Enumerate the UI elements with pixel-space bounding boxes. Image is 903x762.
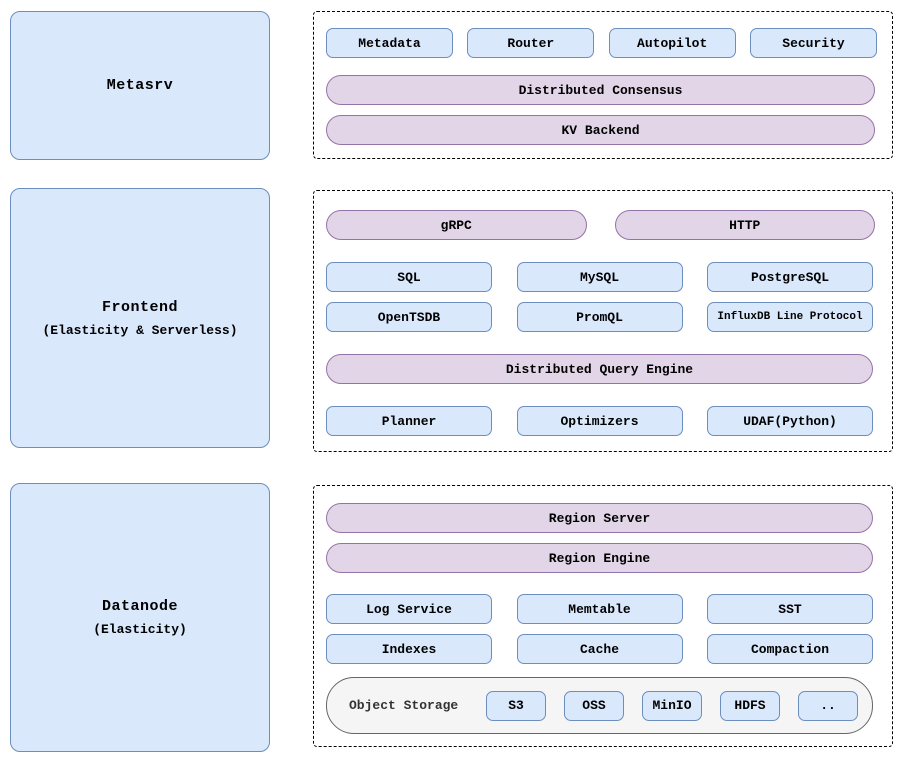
node-udaf-python: UDAF(Python) — [707, 406, 873, 436]
frontend-sublabel: (Elasticity & Serverless) — [42, 322, 238, 338]
layer-grpc: gRPC — [326, 210, 587, 240]
node-other-storage: .. — [798, 690, 858, 721]
object-storage-label: Object Storage — [349, 698, 459, 713]
datanode-sublabel: (Elasticity) — [93, 622, 187, 637]
frontend-engine-row: Planner Optimizers UDAF(Python) — [326, 406, 873, 436]
metasrv-container: Metadata Router Autopilot Security Distr… — [313, 11, 893, 159]
layer-distributed-query-engine: Distributed Query Engine — [326, 354, 873, 384]
datanode-components-row-2: Indexes Cache Compaction — [326, 634, 873, 664]
node-hdfs: HDFS — [720, 690, 780, 721]
frontend-label: Frontend — [101, 298, 178, 316]
node-cache: Cache — [516, 634, 683, 664]
metasrv-label: Metasrv — [106, 77, 174, 94]
node-security: Security — [749, 28, 877, 58]
node-sst: SST — [707, 594, 873, 624]
node-log-service: Log Service — [326, 594, 492, 624]
layer-http: HTTP — [614, 210, 875, 240]
metasrv-components-row: Metadata Router Autopilot Security — [326, 28, 877, 58]
node-oss: OSS — [564, 690, 624, 721]
node-promql: PromQL — [516, 302, 683, 332]
node-indexes: Indexes — [326, 634, 492, 664]
node-planner: Planner — [326, 406, 492, 436]
node-memtable: Memtable — [516, 594, 683, 624]
frontend-protocols-row-2: OpenTSDB PromQL InfluxDB Line Protocol — [326, 302, 873, 332]
datanode-block: Datanode (Elasticity) — [10, 483, 270, 752]
datanode-container: Region Server Region Engine Log Service … — [313, 485, 893, 747]
node-mysql: MySQL — [516, 262, 683, 292]
node-compaction: Compaction — [707, 634, 873, 664]
layer-kv-backend: KV Backend — [326, 115, 875, 145]
node-optimizers: Optimizers — [516, 406, 683, 436]
object-storage-capsule: Object Storage S3 OSS MinIO HDFS .. — [326, 677, 873, 734]
metasrv-block: Metasrv — [10, 11, 270, 160]
node-router: Router — [467, 28, 595, 58]
layer-region-server: Region Server — [326, 503, 873, 533]
datanode-components-row-1: Log Service Memtable SST — [326, 594, 873, 624]
layer-region-engine: Region Engine — [326, 543, 873, 573]
node-sql: SQL — [326, 262, 492, 292]
frontend-protocols-row-1: SQL MySQL PostgreSQL — [326, 262, 873, 292]
frontend-container: gRPC HTTP SQL MySQL PostgreSQL OpenTSDB … — [313, 190, 893, 452]
object-storage-backends-row: S3 OSS MinIO HDFS .. — [486, 690, 858, 721]
frontend-protocol-layers-row: gRPC HTTP — [326, 210, 875, 240]
node-minio: MinIO — [642, 690, 702, 721]
layer-distributed-consensus: Distributed Consensus — [326, 75, 875, 105]
node-postgresql: PostgreSQL — [707, 262, 873, 292]
datanode-label: Datanode — [101, 598, 178, 615]
node-s3: S3 — [486, 690, 546, 721]
node-metadata: Metadata — [326, 28, 453, 58]
node-influxdb-line-protocol: InfluxDB Line Protocol — [707, 302, 873, 332]
frontend-block: Frontend (Elasticity & Serverless) — [10, 188, 270, 448]
node-opentsdb: OpenTSDB — [326, 302, 492, 332]
node-autopilot: Autopilot — [608, 28, 736, 58]
